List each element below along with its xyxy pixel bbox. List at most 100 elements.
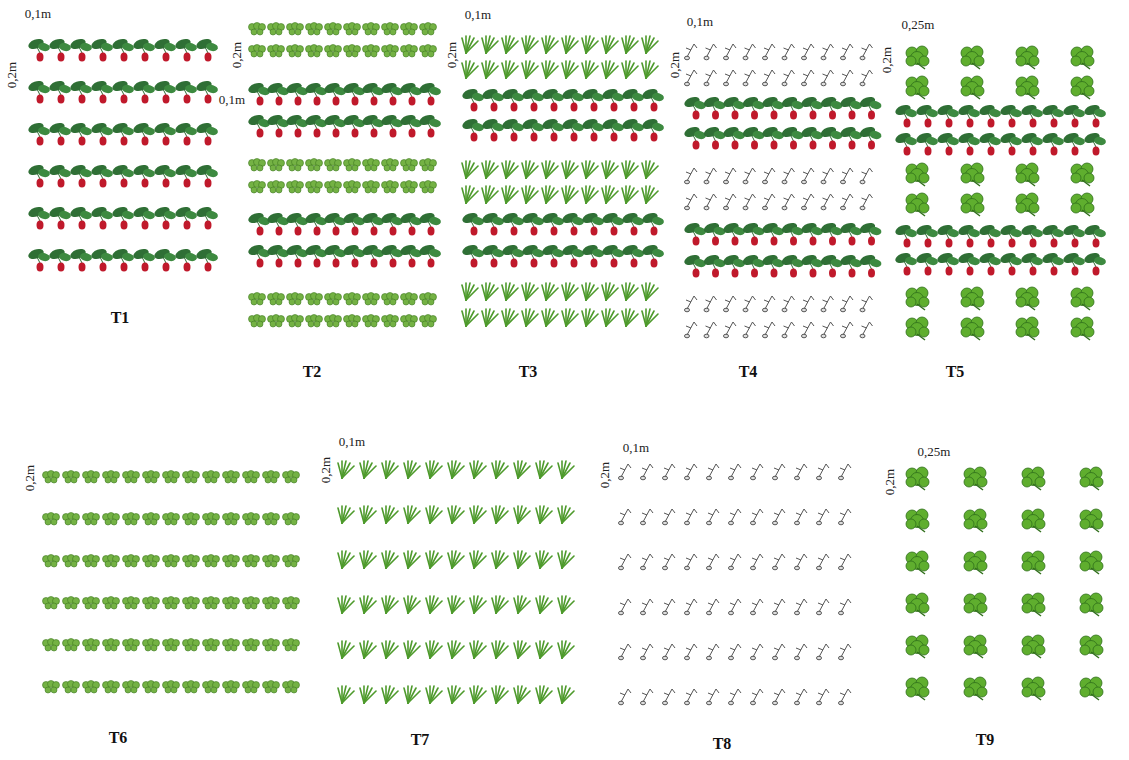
garlic-plant	[795, 599, 808, 615]
coriander-plant	[382, 45, 399, 58]
chive-plant	[522, 36, 538, 53]
lettuce-plant	[1071, 287, 1094, 310]
treatment-label: T6	[108, 729, 129, 747]
radish-plant	[501, 211, 525, 235]
radish-plant	[839, 125, 863, 149]
radish-plant	[399, 81, 423, 105]
chive-plant	[582, 161, 598, 178]
radish-plant	[722, 253, 746, 277]
dimension-label: 0,2m	[883, 468, 897, 496]
garlic-plant	[782, 322, 795, 338]
chive-plant	[558, 551, 574, 568]
radish-plant	[323, 243, 347, 267]
radish-plant	[741, 125, 765, 149]
dimension-label: 0,2m	[230, 41, 244, 69]
chive-plant	[562, 283, 578, 300]
radish-plant	[323, 113, 347, 137]
lettuce-plant	[961, 287, 984, 310]
chive-plant	[448, 551, 464, 568]
radish-plant	[761, 125, 785, 149]
lettuce-plant	[1022, 509, 1045, 532]
chive-plant	[536, 551, 552, 568]
dimension-label: 0,1m	[338, 435, 366, 449]
radish-plant	[111, 121, 135, 145]
chive-plant	[382, 461, 398, 478]
coriander-plant	[143, 555, 160, 568]
chive-plant	[470, 641, 486, 658]
radish-plant	[780, 125, 804, 149]
lettuce-plant	[1080, 635, 1103, 658]
garlic-plant	[729, 689, 742, 705]
chive-plant	[482, 36, 498, 53]
radish-plant	[132, 163, 156, 187]
lettuce-plant	[961, 193, 984, 216]
coriander-plant	[249, 45, 266, 58]
coriander-plant	[249, 181, 266, 194]
garlic-plant	[821, 70, 834, 86]
radish-plant	[111, 163, 135, 187]
coriander-plant	[123, 639, 140, 652]
radish-plant	[999, 131, 1023, 155]
garlic-plant	[821, 322, 834, 338]
chive-plant	[338, 551, 354, 568]
radish-plant	[683, 221, 707, 245]
lettuce-plant	[1071, 46, 1094, 69]
treatment-label: T8	[712, 735, 733, 753]
chive-plant	[622, 61, 638, 78]
radish-plant	[461, 87, 485, 111]
coriander-plant	[203, 513, 220, 526]
garlic-plant	[724, 168, 737, 184]
radish-plant	[780, 95, 804, 119]
garlic-plant	[860, 322, 873, 338]
coriander-plant	[243, 681, 260, 694]
coriander-plant	[183, 555, 200, 568]
radish-plant	[915, 131, 939, 155]
coriander-plant	[223, 681, 240, 694]
garlic-plant	[773, 464, 786, 480]
coriander-plant	[203, 639, 220, 652]
coriander-plant	[287, 159, 304, 172]
radish-plant	[722, 221, 746, 245]
garlic-plant	[751, 509, 764, 525]
coriander-plant	[401, 181, 418, 194]
garlic-plant	[724, 194, 737, 210]
chive-plant	[502, 309, 518, 326]
lettuce-plant	[964, 593, 987, 616]
coriander-plant	[223, 555, 240, 568]
coriander-plant	[203, 597, 220, 610]
garlic-plant	[663, 599, 676, 615]
radish-plant	[380, 81, 404, 105]
garlic-plant	[729, 644, 742, 660]
radish-plant	[561, 117, 585, 141]
radish-plant	[247, 113, 271, 137]
garlic-plant	[619, 599, 632, 615]
coriander-plant	[63, 597, 80, 610]
chive-plant	[514, 641, 530, 658]
coriander-plant	[163, 471, 180, 484]
coriander-plant	[43, 597, 60, 610]
garlic-plant	[839, 509, 852, 525]
radish-plant	[304, 243, 328, 267]
dimension-label: 0,2m	[23, 464, 37, 492]
chive-plant	[582, 36, 598, 53]
coriander-plant	[420, 45, 437, 58]
chive-plant	[426, 596, 442, 613]
radish-plant	[111, 79, 135, 103]
radish-plant	[1083, 223, 1107, 247]
radish-plant	[174, 247, 198, 271]
chive-plant	[426, 686, 442, 703]
chive-plant	[492, 506, 508, 523]
radish-plant	[800, 253, 824, 277]
radish-plant	[266, 243, 290, 267]
coriander-plant	[268, 315, 285, 328]
radish-plant	[501, 243, 525, 267]
radish-plant	[174, 121, 198, 145]
dimension-label: 0,1m	[622, 441, 650, 455]
chive-plant	[360, 686, 376, 703]
garlic-plant	[763, 168, 776, 184]
radish-plant	[195, 247, 219, 271]
lettuce-plant	[964, 509, 987, 532]
garlic-plant	[821, 168, 834, 184]
lettuce-plant	[906, 163, 929, 186]
chive-plant	[338, 686, 354, 703]
